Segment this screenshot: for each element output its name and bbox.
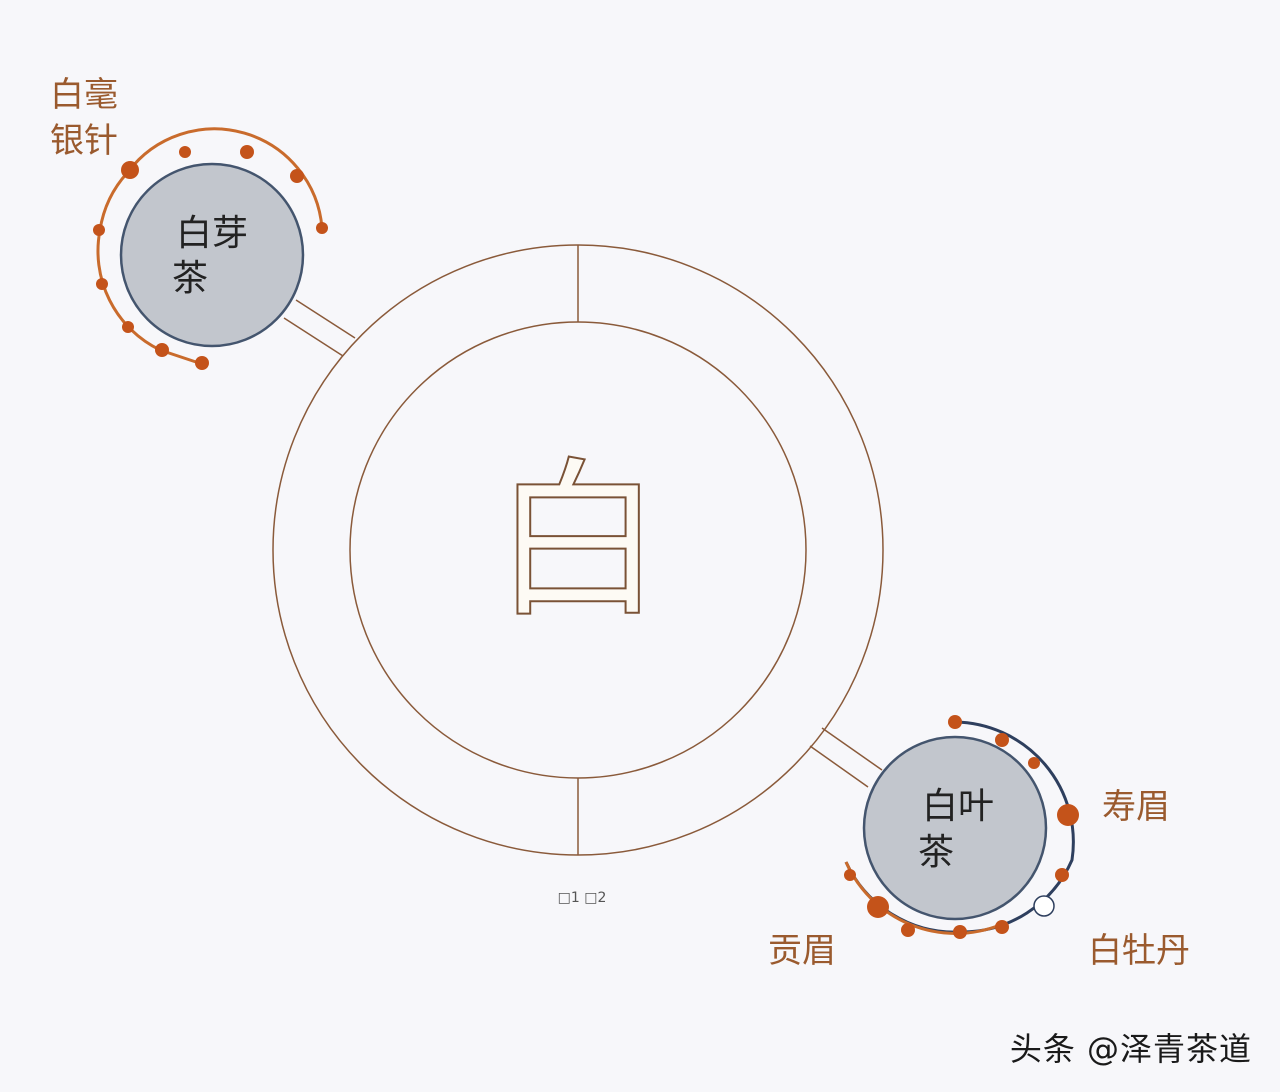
variety-label-line1: 白毫 (50, 75, 118, 115)
dot (953, 925, 967, 939)
dot (901, 923, 915, 937)
dot (316, 222, 328, 234)
dot (195, 356, 209, 370)
node-bai-ya-cha: 白芽 茶 白毫 银针 (50, 75, 328, 370)
node-label-line2: 茶 (172, 258, 208, 299)
connector-bai-ye-cha (809, 727, 883, 788)
node-label-line1: 白芽 (176, 213, 248, 254)
dot (122, 321, 134, 333)
variety-label-baimudan: 白牡丹 (1088, 931, 1190, 971)
variety-label-line2: 银针 (50, 121, 118, 161)
hollow-marker (1033, 895, 1055, 917)
dot (995, 733, 1009, 747)
bai-ye-cha-dots (844, 715, 1079, 939)
center-caption: □1 □2 (558, 890, 607, 906)
dot (240, 145, 254, 159)
center-character: 白 (493, 443, 663, 641)
node-circle (119, 162, 305, 348)
center-rings (272, 244, 884, 856)
dot (995, 920, 1009, 934)
dot (93, 224, 105, 236)
dot (121, 161, 139, 179)
dot (1055, 868, 1069, 882)
dot (179, 146, 191, 158)
variety-label-gongmei: 贡眉 (768, 931, 836, 971)
bai-ya-cha-dots (93, 145, 328, 370)
dot (155, 343, 169, 357)
node-label-line1: 白叶 (922, 786, 994, 827)
dot (96, 278, 108, 290)
dot (844, 869, 856, 881)
dot (948, 715, 962, 729)
watermark: 头条 @泽青茶道 (1009, 1030, 1252, 1068)
dot (1028, 757, 1040, 769)
node-circle (862, 735, 1048, 921)
node-bai-ye-cha: 白叶 茶 寿眉 贡眉 白牡丹 (768, 715, 1190, 971)
connector-bai-ya-cha (283, 299, 356, 357)
node-label-line2: 茶 (918, 832, 954, 873)
dot (867, 896, 889, 918)
dot (290, 169, 304, 183)
dot (1057, 804, 1079, 826)
variety-label-shoumei: 寿眉 (1102, 787, 1170, 827)
